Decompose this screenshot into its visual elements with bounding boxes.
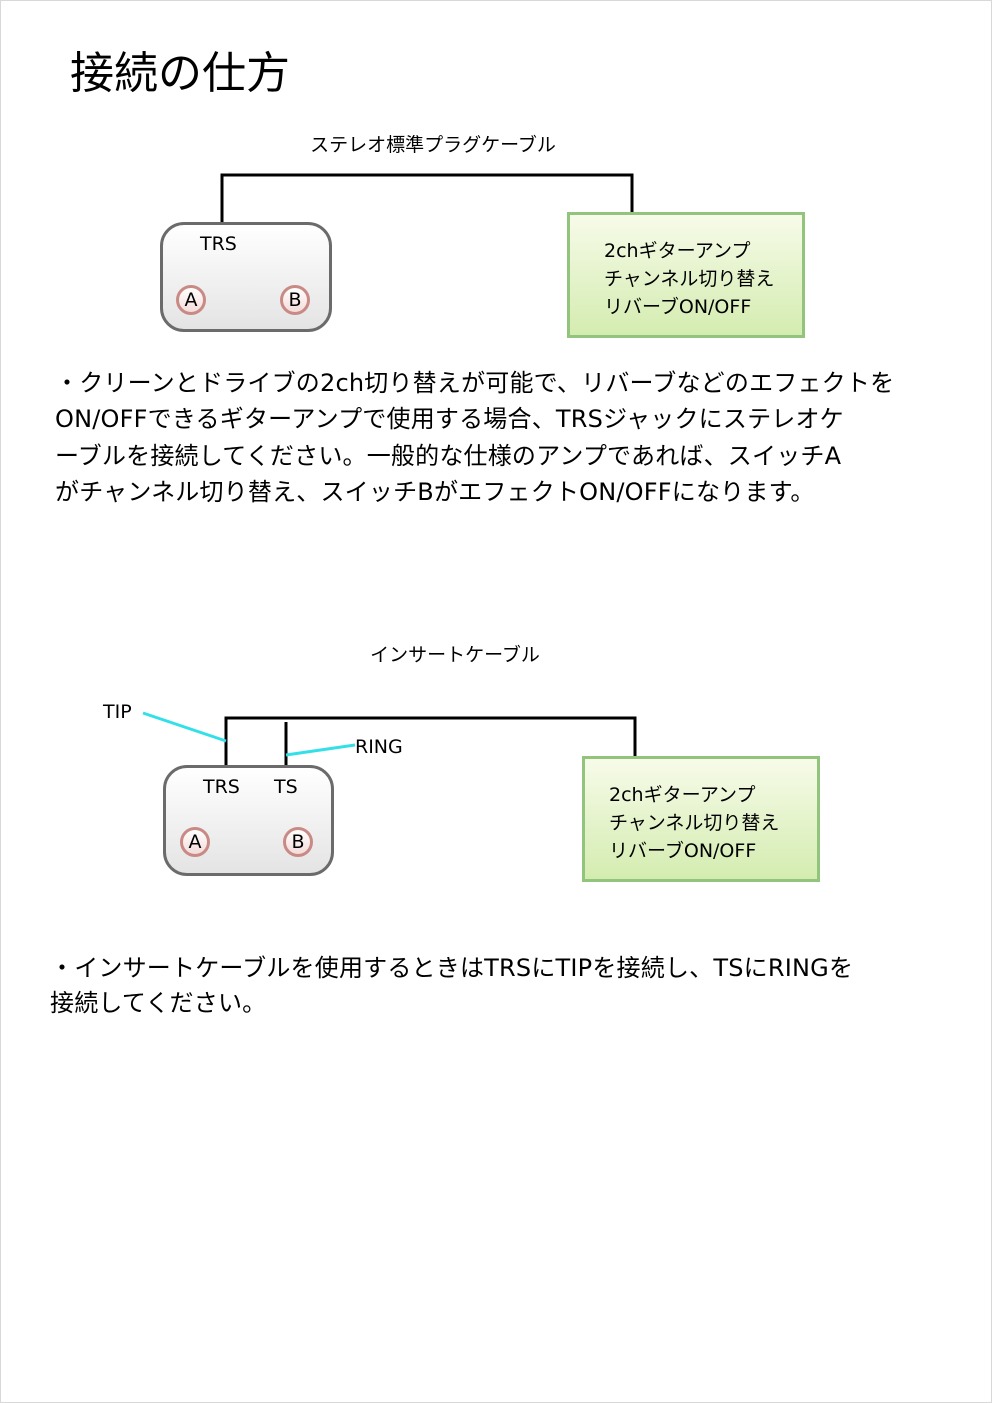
guitar-amp-box-insert: 2chギターアンプ チャンネル切り替え リバーブON/OFF	[582, 756, 820, 882]
footswitch-unit: TRS A B	[160, 222, 332, 332]
switch-b: B	[283, 827, 313, 857]
switch-a: A	[176, 285, 206, 315]
guitar-amp-box: 2chギターアンプ チャンネル切り替え リバーブON/OFF	[567, 212, 805, 338]
ring-label: RING	[355, 736, 403, 758]
jack-label-ts: TS	[274, 776, 298, 798]
insert-cable-tip	[224, 716, 637, 766]
paragraph2-line: 接続してください。	[50, 989, 267, 1017]
diagram1-caption: ステレオ標準プラグケーブル	[310, 134, 556, 156]
amp-line: リバーブON/OFF	[609, 840, 757, 862]
tip-leader-line	[142, 711, 227, 743]
switch-b: B	[280, 285, 310, 315]
amp-line: リバーブON/OFF	[604, 296, 752, 318]
tip-label: TIP	[103, 701, 132, 723]
jack-label-trs: TRS	[200, 233, 237, 255]
paragraph1-line: がチャンネル切り替え、スイッチBがエフェクトON/OFFになります。	[55, 478, 815, 506]
ring-leader-line	[285, 743, 356, 757]
page-title: 接続の仕方	[70, 48, 290, 99]
paragraph1-line: ・クリーンとドライブの2ch切り替えが可能で、リバーブなどのエフェクトを	[55, 369, 895, 397]
amp-line: 2chギターアンプ	[609, 784, 756, 806]
stereo-cable	[220, 173, 634, 224]
switch-a: A	[180, 827, 210, 857]
amp-line: 2chギターアンプ	[604, 240, 751, 262]
diagram2-caption: インサートケーブル	[370, 644, 540, 666]
footswitch-unit-insert: TRS TS A B	[163, 765, 334, 876]
amp-line: チャンネル切り替え	[609, 812, 780, 834]
amp-line: チャンネル切り替え	[604, 268, 775, 290]
jack-label-trs: TRS	[203, 776, 240, 798]
paragraph2-line: ・インサートケーブルを使用するときはTRSにTIPを接続し、TSにRINGを	[50, 954, 854, 982]
paragraph1-line: ON/OFFできるギターアンプで使用する場合、TRSジャックにステレオケ	[55, 405, 844, 433]
paragraph1-line: ーブルを接続してください。一般的な仕様のアンプであれば、スイッチA	[55, 442, 842, 470]
